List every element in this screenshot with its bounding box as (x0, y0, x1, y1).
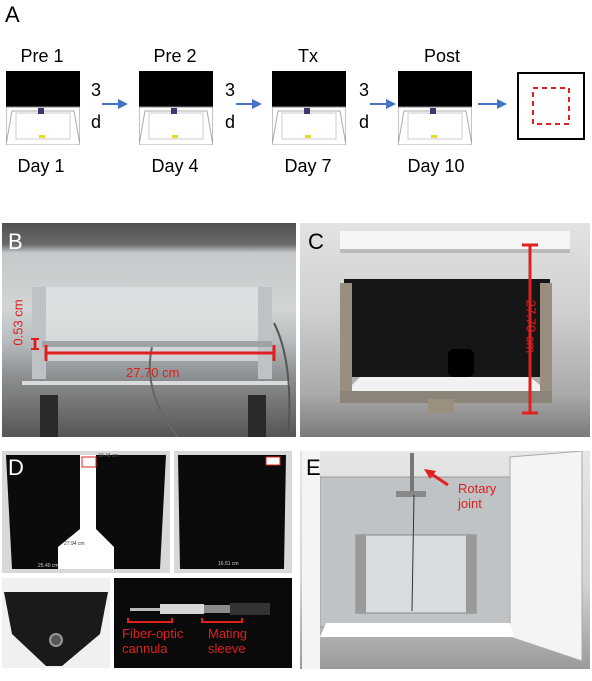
photo-panel-d-cannula-mount (2, 578, 110, 668)
panel-letter-c: C (308, 229, 324, 254)
photo-panel-d-cannula: Fiber-optic cannula Mating sleeve (114, 578, 292, 668)
dimension-label-b-width: 27.70 cm (126, 365, 180, 380)
photo-panel-c: C 27.70 cm (300, 223, 590, 437)
fiber-optic-label-line2: cannula (122, 641, 168, 656)
interval-unit-3: d (359, 112, 370, 132)
mating-sleeve-label-line2: sleeve (208, 641, 246, 656)
interval-number-1: 3 (91, 80, 102, 100)
arrow-icon-2 (236, 99, 262, 109)
rotary-joint-label: Rotary joint (458, 481, 496, 511)
fiber-optic-label-line1: Fiber-optic (122, 626, 184, 641)
day-label-3: Day 7 (284, 156, 332, 176)
panel-letter-a: A (5, 2, 20, 27)
arrow-icon-3 (370, 99, 396, 109)
dimension-label-b-height: 0.53 cm (10, 299, 26, 346)
arrow-icon-1 (102, 99, 128, 109)
photo-panel-b: B 0.53 cm 27.70 cm (2, 223, 296, 437)
dimension-label-d-c: 25.40 cm (38, 563, 59, 569)
stage-label-pre1: Pre 1 (20, 46, 64, 66)
panel-letter-d: D (8, 455, 24, 480)
day-label-1: Day 1 (17, 156, 65, 176)
rotary-joint-label-line2: joint (458, 496, 482, 511)
rotary-joint-label-line1: Rotary (458, 481, 497, 496)
photo-panel-d-front: D 30.48 cm 27.94 cm 25.40 cm (2, 451, 170, 573)
day-label-2: Day 4 (151, 156, 199, 176)
stage-label-tx: Tx (298, 46, 318, 66)
dimension-label-c-height: 27.70 cm (523, 299, 539, 354)
arena-thumb-2 (138, 71, 214, 146)
dimension-label-d-d: 16.51 cm (218, 561, 239, 567)
mating-sleeve-label: Mating sleeve (208, 626, 247, 656)
interval-number-2: 3 (225, 80, 236, 100)
stage-label-post: Post (423, 46, 461, 66)
mating-sleeve-label-line1: Mating (208, 626, 248, 641)
arena-thumb-4 (397, 71, 473, 146)
panel-letter-e: E (306, 455, 321, 480)
dimension-label-d-b: 27.94 cm (64, 541, 85, 547)
arena-thumb-1 (5, 71, 81, 146)
center-zone-schematic (517, 72, 585, 140)
interval-unit-2: d (225, 112, 236, 132)
fiber-optic-label: Fiber-optic cannula (122, 626, 183, 656)
photo-panel-d-side: 16.51 cm (174, 451, 292, 573)
dimension-label-d-a: 30.48 cm (98, 453, 119, 459)
panel-letter-b: B (8, 229, 23, 254)
interval-unit-1: d (91, 112, 102, 132)
day-label-4: Day 10 (407, 156, 465, 176)
photo-panel-e: E Rotary joint (300, 451, 590, 669)
arrow-icon-4 (478, 99, 507, 109)
stage-label-pre2: Pre 2 (153, 46, 197, 66)
arena-thumb-3 (271, 71, 347, 146)
interval-number-3: 3 (359, 80, 370, 100)
